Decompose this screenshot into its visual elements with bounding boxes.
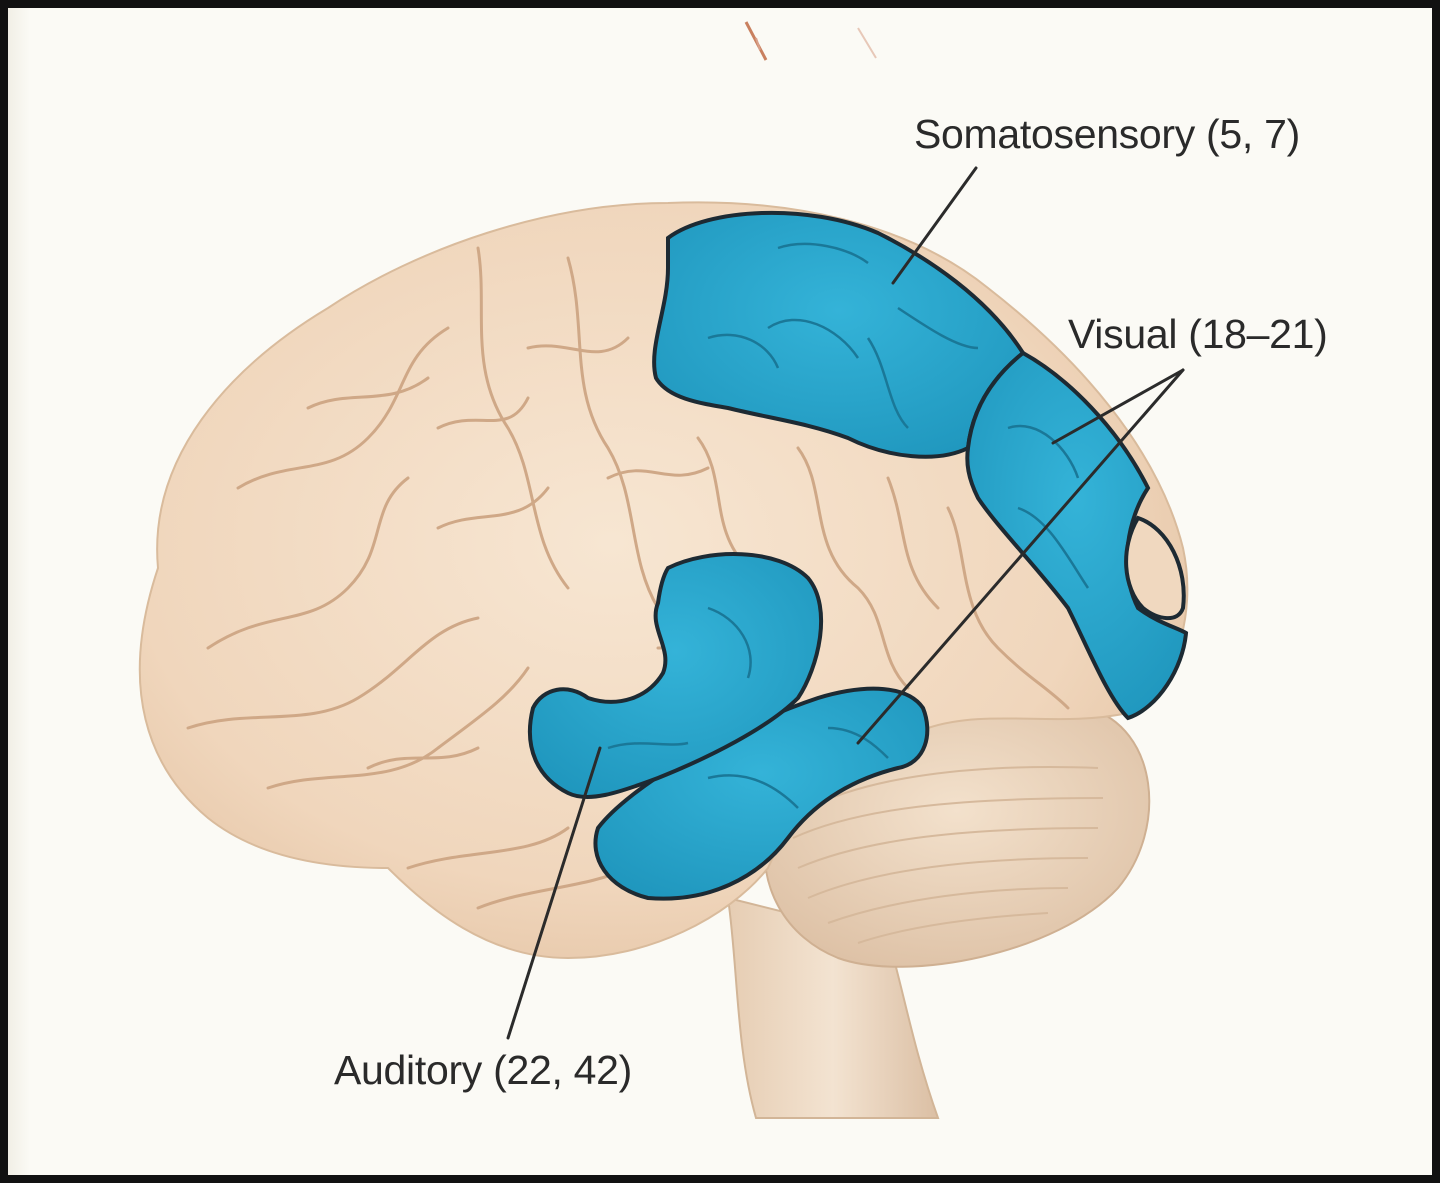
leader-lines (506, 166, 1185, 1040)
somatosensory-label: Somatosensory (5, 7) (914, 111, 1300, 157)
somatosensory-leader (891, 166, 978, 285)
auditory-region (527, 552, 823, 800)
auditory-leader (506, 746, 602, 1040)
brain-diagram (138, 21, 1189, 1119)
page-edge (8, 8, 30, 1175)
visual-leader-upper (1051, 368, 1185, 445)
visual-leader-lower (856, 368, 1185, 745)
auditory-label: Auditory (22, 42) (334, 1047, 632, 1093)
visual-label: Visual (18–21) (1068, 311, 1328, 357)
somatosensory-region (652, 210, 1026, 459)
top-decorative-marks (744, 21, 877, 61)
